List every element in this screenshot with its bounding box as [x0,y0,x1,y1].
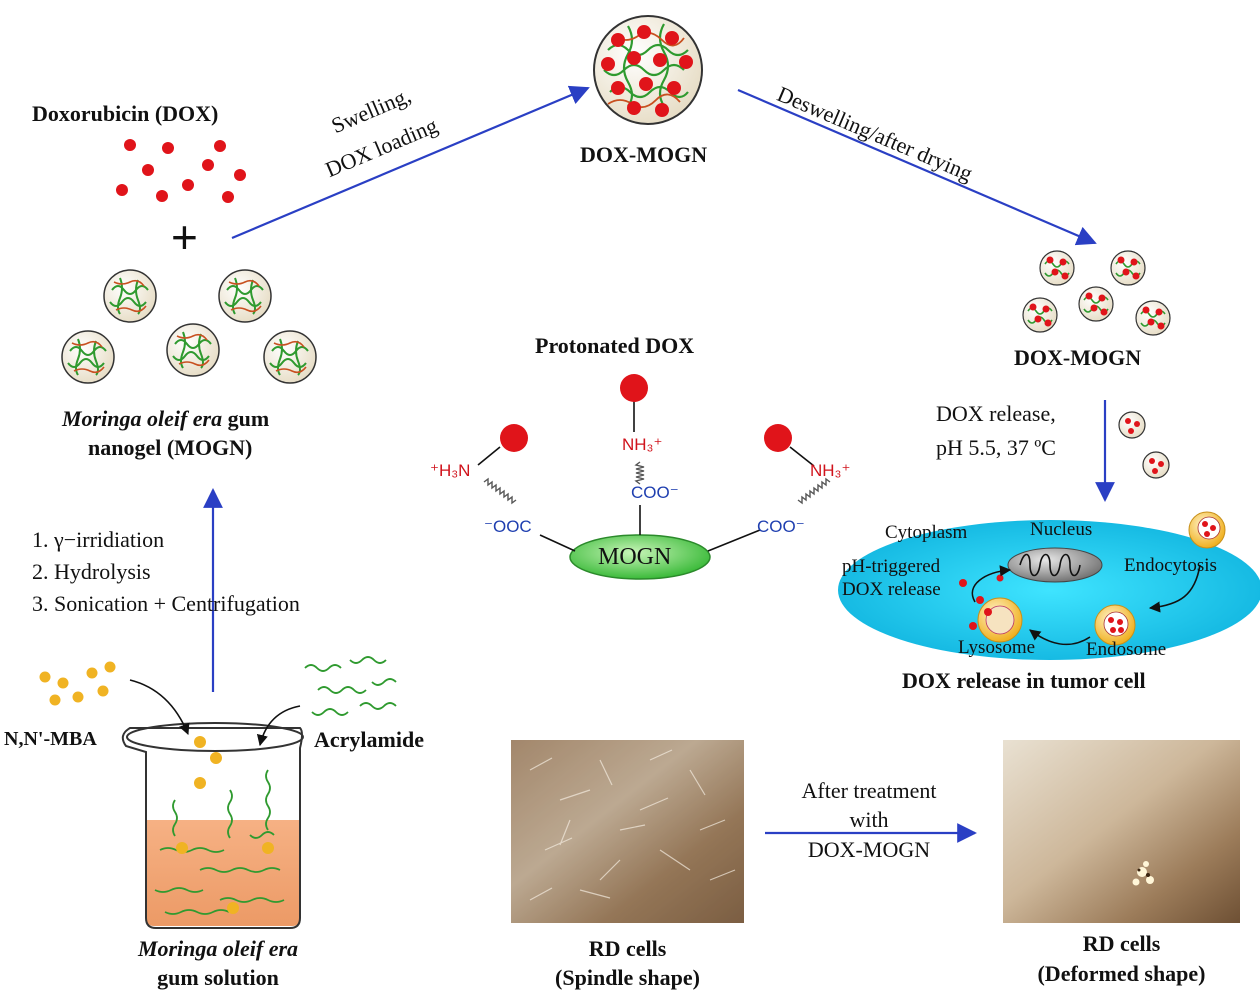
label-mogn-italic: Moringa oleif era [62,406,223,431]
dox-dots [116,139,246,203]
label-dox-release-tumor: DOX release in tumor cell [902,668,1146,693]
rd-cells-photo-deformed [1003,740,1240,923]
endosome-vesicle [1094,604,1136,646]
label-h3n-left: ⁺H₃N [430,461,471,480]
mba-dots [39,661,116,706]
label-doxorubicin: Doxorubicin (DOX) [32,101,219,126]
label-mogn-line2: nanogel (MOGN) [88,435,253,460]
step-3: 3. Sonication + Centrifugation [32,591,300,616]
label-nh3-right: NH₃⁺ [810,461,851,480]
plus-sign: + [171,211,198,263]
label-nh3-mid: NH₃⁺ [622,435,663,454]
label-mogn-line1: Moringa oleif era gum [62,406,270,431]
label-mogn-tail: gum [222,406,270,431]
label-after-line1: After treatment [801,778,937,803]
label-after-line2: with [849,807,889,832]
dox-molecule-left [500,424,528,452]
cell-cytoplasm [838,520,1260,660]
arrow-swelling [231,85,590,240]
protonated-dox-scheme [477,374,831,580]
mba-dots-in-beaker [176,736,274,914]
beaker [121,679,304,929]
label-after-line3: DOX-MOGN [807,837,931,862]
label-nucleus: Nucleus [1030,519,1093,540]
dox-mogn-small-beads [1022,250,1171,479]
cell-nucleus [1007,547,1103,583]
lysosome-vesicle [977,597,1023,643]
arrow-deswelling [737,88,1097,246]
label-ooc-left: ⁻OOC [484,517,532,536]
label-acrylamide: Acrylamide [314,727,424,752]
tumor-cell [838,511,1260,660]
label-coo-mid: COO⁻ [631,483,679,502]
label-cytoplasm: Cytoplasm [885,522,968,543]
label-rd-left-line1: RD cells [588,936,667,961]
dna-coil [1019,553,1081,577]
rd-cells-photo-spindle [511,740,744,923]
step-1: 1. γ−irridiation [32,527,165,552]
step-2: 2. Hydrolysis [32,559,151,584]
label-rd-right-line2: (Deformed shape) [1037,961,1206,986]
acrylamide-strands [304,656,397,716]
label-gum-solution-line2: gum solution [157,965,279,990]
beaker-rim [126,722,304,752]
label-lysosome: Lysosome [958,637,1036,658]
endocytosis-vesicle [1188,511,1226,549]
dox-mogn-large-sphere [593,15,703,125]
label-dox-mogn-right: DOX-MOGN [1014,345,1142,370]
mogn-beads [61,269,317,384]
label-mba: N,N'-MBA [4,728,97,750]
label-ph-triggered-line1: pH-triggered [842,556,941,577]
label-endocytosis: Endocytosis [1124,555,1217,576]
label-endosome: Endosome [1086,639,1167,660]
acrylamide-strands-in-beaker [154,769,285,915]
label-coo-right: COO⁻ [757,517,805,536]
label-rd-right-line1: RD cells [1082,931,1161,956]
dox-molecule-right [764,424,792,452]
label-rd-left-line2: (Spindle shape) [555,965,700,990]
label-gum-solution-line1: Moringa oleif era [137,936,299,961]
arrow-lysosome-nucleus [971,565,1012,603]
arrow-endocytosis [1148,564,1201,613]
label-dox-release-line2: pH 5.5, 37 ºC [936,435,1056,460]
process-arrows [203,85,1115,843]
arrow-acrylamide-in [256,705,301,747]
label-mogn-center: MOGN [598,544,672,570]
label-ph-triggered-line2: DOX release [842,579,941,600]
arrow-endosome-lysosome [1029,629,1091,646]
arrow-mba-in [129,679,190,736]
dox-molecule-mid [620,374,648,402]
label-dox-mogn-top: DOX-MOGN [580,142,708,167]
label-dox-release-line1: DOX release, [936,401,1056,426]
label-protonated-dox: Protonated DOX [535,333,695,358]
